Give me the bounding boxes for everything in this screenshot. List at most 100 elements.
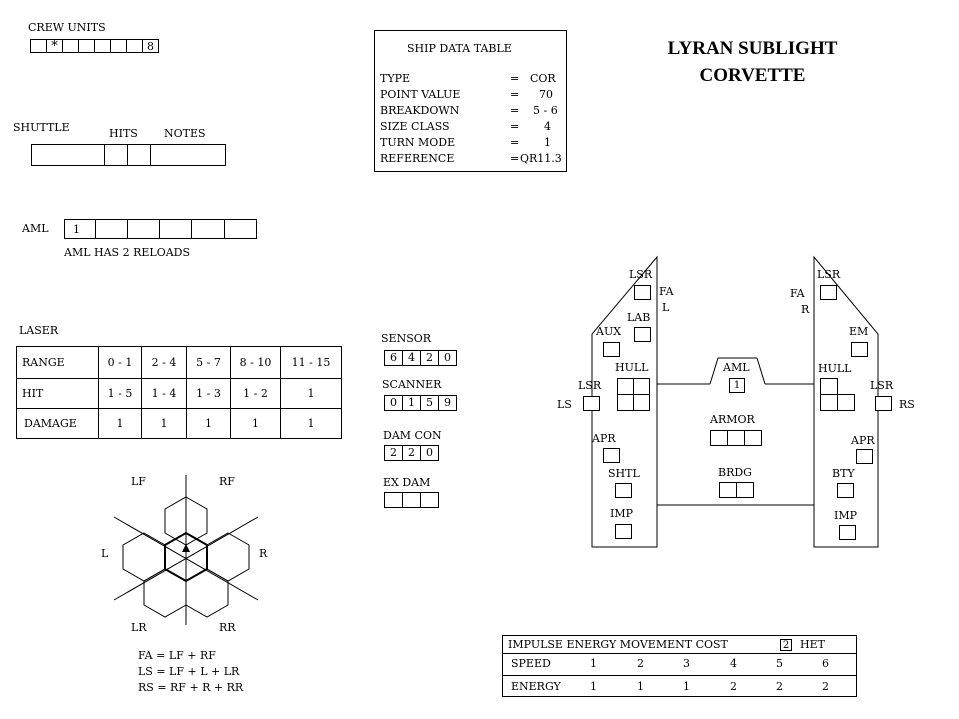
bridge-box[interactable] bbox=[736, 482, 754, 498]
lab-box[interactable] bbox=[634, 327, 651, 342]
ship-data-key: SIZE CLASS bbox=[380, 120, 450, 133]
shuttle-bay-box[interactable] bbox=[615, 483, 632, 498]
right-hull-box[interactable] bbox=[820, 378, 838, 395]
bridge-track bbox=[719, 482, 754, 498]
center-aml-box-value: 1 bbox=[733, 380, 741, 391]
aml-box[interactable] bbox=[159, 219, 192, 239]
armor-box[interactable] bbox=[710, 430, 728, 446]
ship-data-eq: = bbox=[510, 72, 520, 85]
damcon-box[interactable]: 2 bbox=[384, 445, 403, 461]
battery-label: BTY bbox=[832, 467, 855, 480]
shuttle-box-row bbox=[31, 144, 226, 166]
armor-box[interactable] bbox=[744, 430, 762, 446]
scanner-box[interactable]: 9 bbox=[438, 395, 457, 411]
aml-box[interactable] bbox=[127, 219, 160, 239]
center-aml-label: AML bbox=[723, 361, 750, 374]
right-laser-top-box[interactable] bbox=[820, 285, 837, 300]
right-hull-box[interactable] bbox=[837, 394, 855, 411]
damcon-label: DAM CON bbox=[383, 429, 442, 442]
energy-value: 2 bbox=[776, 680, 783, 693]
crew-box[interactable] bbox=[78, 39, 95, 53]
sensor-box[interactable]: 6 bbox=[384, 350, 403, 366]
arc-rf-label: RF bbox=[219, 475, 235, 488]
exdam-box[interactable] bbox=[384, 492, 403, 508]
damcon-box[interactable]: 2 bbox=[402, 445, 421, 461]
left-impulse-box[interactable] bbox=[615, 524, 632, 539]
scanner-box[interactable]: 1 bbox=[402, 395, 421, 411]
left-hull-box[interactable] bbox=[633, 394, 650, 411]
ship-data-value: 1 bbox=[544, 136, 551, 149]
aml-box[interactable] bbox=[191, 219, 225, 239]
crew-box[interactable] bbox=[30, 39, 47, 53]
ship-data-key: TYPE bbox=[380, 72, 411, 85]
scanner-box[interactable]: 5 bbox=[420, 395, 439, 411]
speed-value: 6 bbox=[822, 657, 829, 670]
right-apr-box[interactable] bbox=[856, 449, 873, 464]
crew-box[interactable] bbox=[110, 39, 127, 53]
het-count-box[interactable]: 2 bbox=[780, 639, 792, 651]
sensor-label: SENSOR bbox=[381, 332, 432, 345]
left-hull-box[interactable] bbox=[617, 378, 634, 395]
hex-cell bbox=[143, 568, 187, 618]
laser-cell: 1 - 5 bbox=[98, 378, 142, 409]
left-apr-box[interactable] bbox=[603, 448, 620, 463]
crew-box[interactable] bbox=[94, 39, 111, 53]
rs-arc-label: RS bbox=[899, 398, 915, 411]
center-aml-box[interactable]: 1 bbox=[729, 378, 745, 393]
laser-row-header: RANGE bbox=[16, 346, 99, 379]
impulse-divider bbox=[503, 675, 856, 676]
aml-box[interactable] bbox=[95, 219, 128, 239]
laser-row-header: HIT bbox=[16, 378, 99, 409]
shuttle-hit-box[interactable] bbox=[104, 144, 128, 166]
speed-value: 3 bbox=[683, 657, 690, 670]
laser-cell: 1 bbox=[186, 408, 231, 439]
shuttle-hit-box[interactable] bbox=[127, 144, 151, 166]
shuttle-notes-box[interactable] bbox=[150, 144, 226, 166]
ship-data-eq: = bbox=[510, 136, 520, 149]
battery-box[interactable] bbox=[837, 483, 854, 498]
aml-box[interactable]: 1 bbox=[64, 219, 96, 239]
laser-table: RANGE 0 - 1 2 - 4 5 - 7 8 - 10 11 - 15 H… bbox=[16, 346, 342, 439]
sensor-box[interactable]: 4 bbox=[402, 350, 421, 366]
ship-data-heading: SHIP DATA TABLE bbox=[407, 42, 512, 55]
right-impulse-box[interactable] bbox=[839, 525, 856, 540]
energy-label: ENERGY bbox=[511, 680, 561, 693]
connector-line bbox=[756, 357, 766, 385]
crew-box[interactable]: * bbox=[46, 39, 63, 53]
exdam-box[interactable] bbox=[420, 492, 439, 508]
exdam-box[interactable] bbox=[402, 492, 421, 508]
left-hull-box[interactable] bbox=[633, 378, 650, 395]
shuttle-box[interactable] bbox=[31, 144, 105, 166]
em-box[interactable] bbox=[851, 342, 868, 357]
crew-box[interactable] bbox=[126, 39, 143, 53]
right-laser-mid-box[interactable] bbox=[875, 396, 892, 411]
het-label: HET bbox=[800, 638, 825, 651]
scanner-box[interactable]: 0 bbox=[384, 395, 403, 411]
ship-data-table: SHIP DATA TABLE TYPE = COR POINT VALUE =… bbox=[374, 30, 567, 172]
aux-label: AUX bbox=[596, 325, 622, 338]
bridge-box[interactable] bbox=[719, 482, 737, 498]
damcon-box[interactable]: 0 bbox=[420, 445, 439, 461]
armor-box[interactable] bbox=[727, 430, 745, 446]
left-laser-mid-box[interactable] bbox=[583, 396, 600, 411]
crew-units-label: CREW UNITS bbox=[28, 21, 106, 34]
aux-box[interactable] bbox=[603, 342, 620, 357]
ship-data-key: TURN MODE bbox=[380, 136, 456, 149]
ls-arc-label: LS bbox=[557, 398, 572, 411]
speed-value: 1 bbox=[590, 657, 597, 670]
right-hull-box[interactable] bbox=[820, 394, 838, 411]
crew-box[interactable] bbox=[62, 39, 79, 53]
left-laser-top-box[interactable] bbox=[634, 285, 651, 300]
left-hull-box[interactable] bbox=[617, 394, 634, 411]
crew-box[interactable]: 8 bbox=[142, 39, 159, 53]
impulse-divider bbox=[503, 653, 856, 654]
shuttle-label: SHUTTLE bbox=[13, 121, 70, 134]
aml-box[interactable] bbox=[224, 219, 257, 239]
armor-track bbox=[710, 430, 762, 446]
left-fa-sub-label: L bbox=[662, 301, 670, 314]
laser-cell: 1 - 2 bbox=[230, 378, 281, 409]
laser-cell: 11 - 15 bbox=[280, 346, 342, 379]
sensor-box[interactable]: 0 bbox=[438, 350, 457, 366]
sensor-box[interactable]: 2 bbox=[420, 350, 439, 366]
impulse-header: IMPULSE ENERGY MOVEMENT COST bbox=[508, 638, 728, 651]
